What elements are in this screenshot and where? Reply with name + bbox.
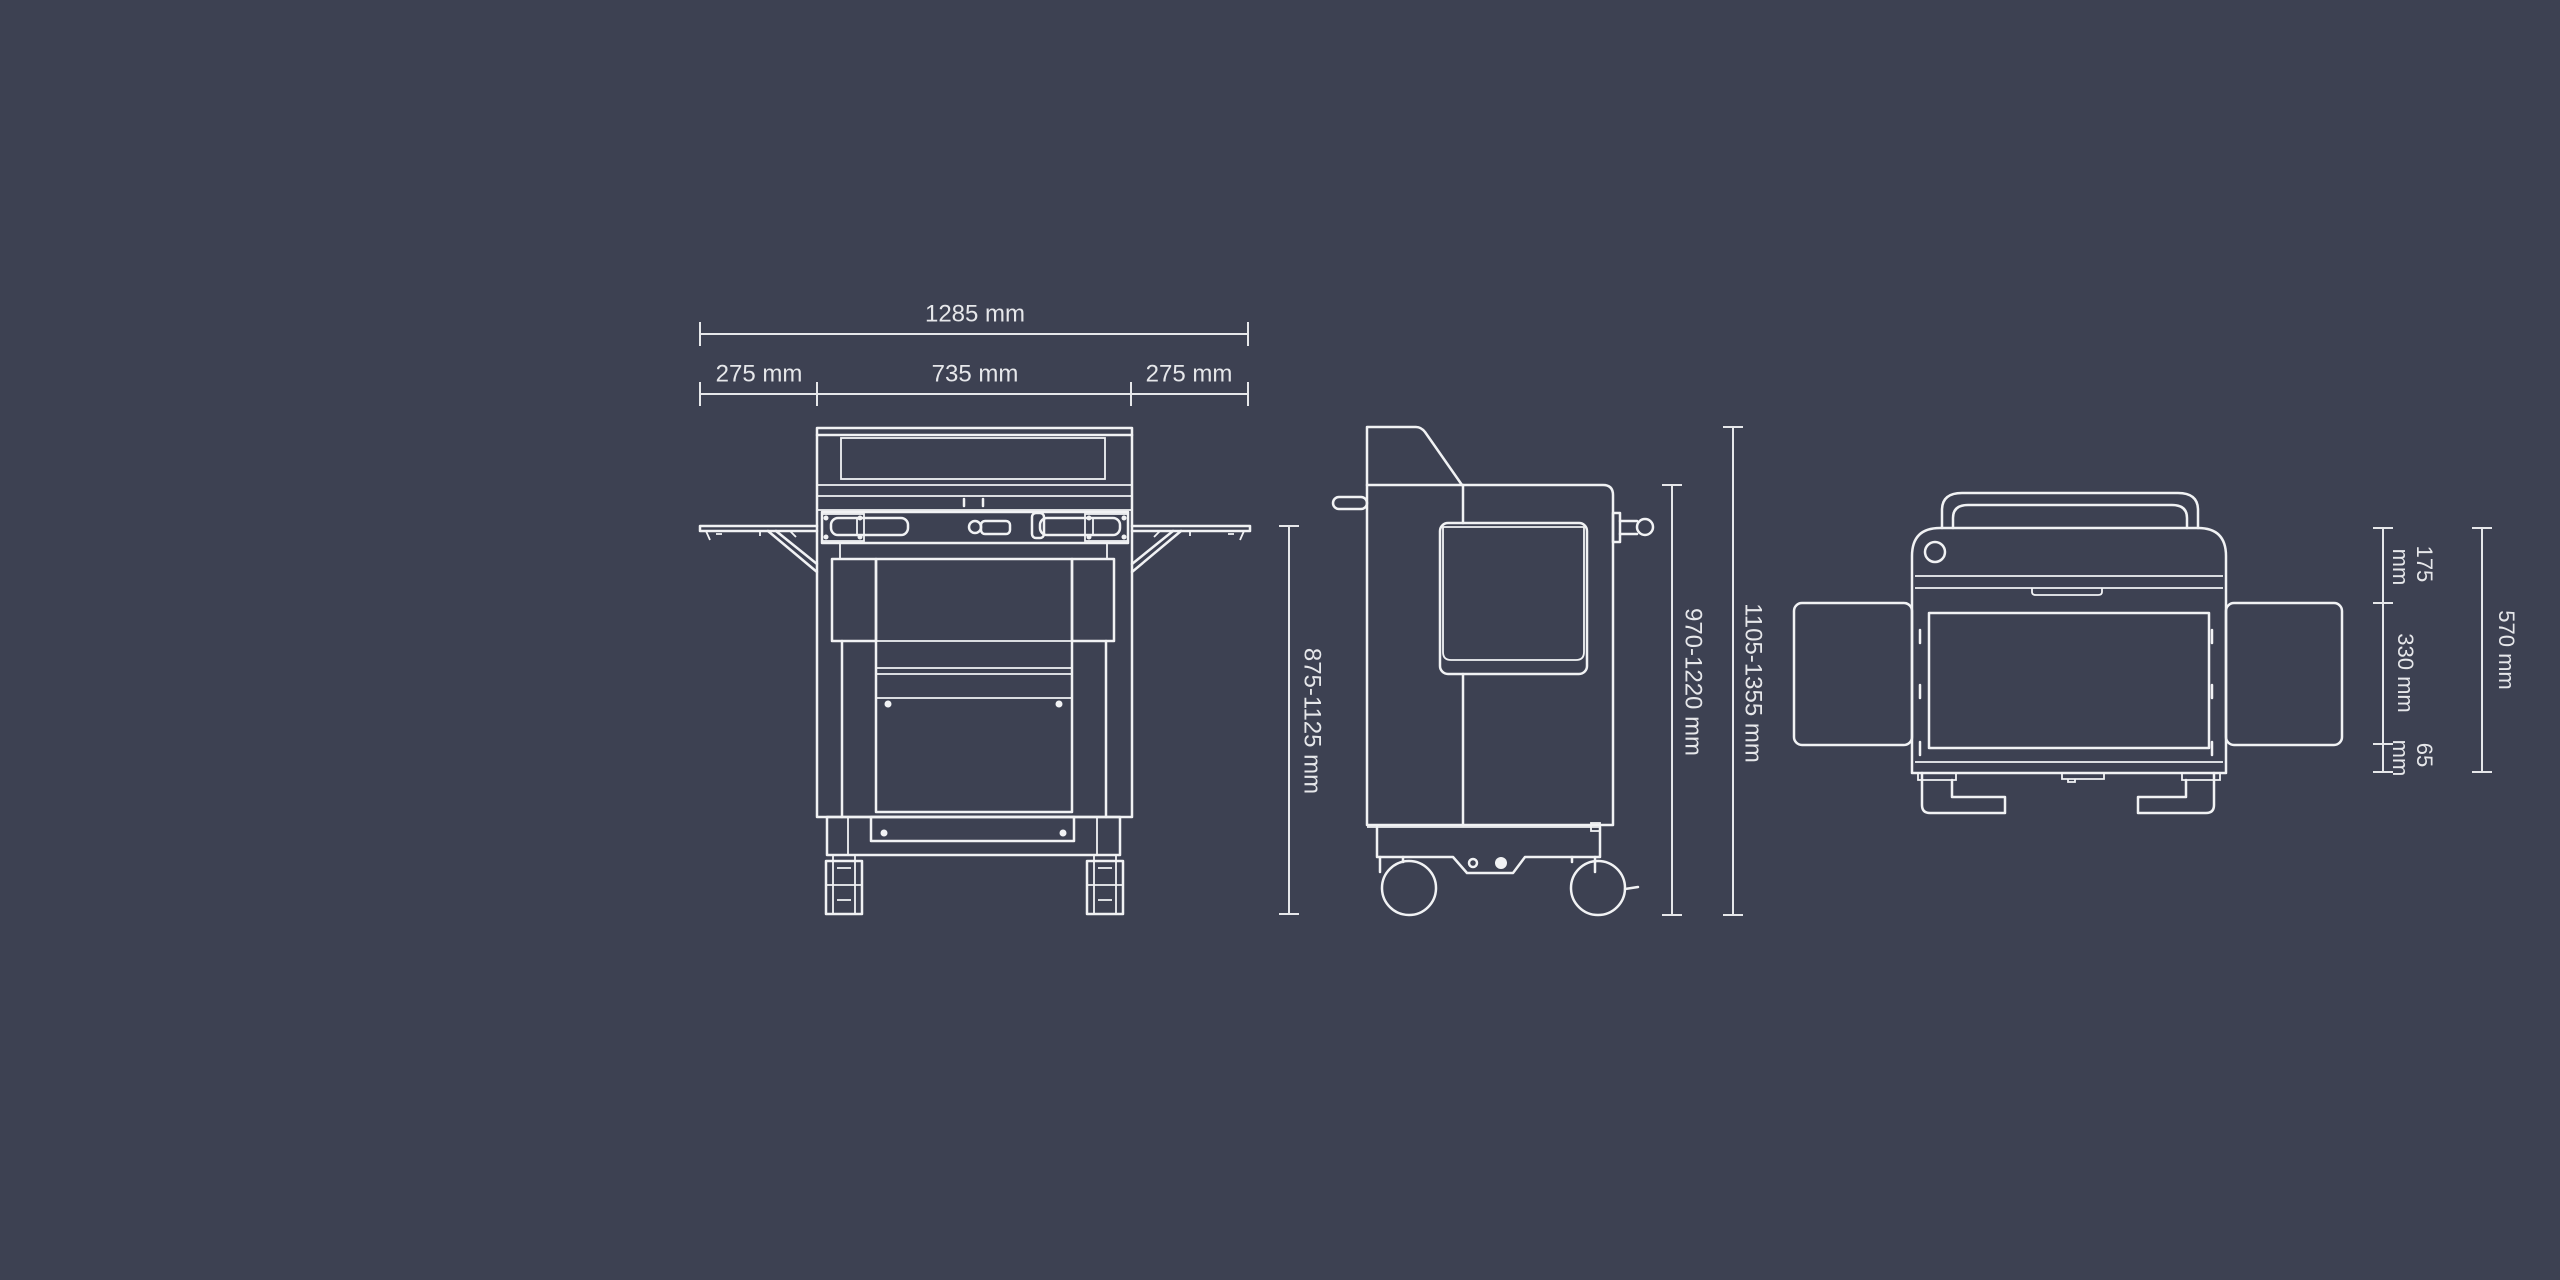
- overall-depth-label: 570 mm: [2494, 610, 2519, 689]
- overall-width-dimension: 1285 mm: [699, 300, 1249, 346]
- segment-3-unit: mm: [2388, 740, 2413, 777]
- total-height-dimension: 1105-1355 mm: [1723, 426, 1767, 916]
- work-height-label: 875-1125 mm: [1299, 648, 1326, 794]
- body-height-label: 970-1220 mm: [1680, 608, 1707, 756]
- segment-2-label: 330 mm: [2393, 633, 2418, 712]
- overall-width-label: 1285 mm: [925, 300, 1025, 327]
- body-height-dimension: 970-1220 mm: [1662, 484, 1707, 916]
- left-side-shelf: [698, 524, 819, 574]
- front-left-wheel: [824, 855, 864, 916]
- front-view: 1285 mm 275 mm 735 mm 275 mm 875-1125 mm: [698, 300, 1326, 916]
- power-knob-icon: [967, 519, 983, 535]
- total-height-label: 1105-1355 mm: [1740, 603, 1767, 763]
- control-panel: [820, 510, 1130, 545]
- segment-1-label: 175 mm: [2388, 546, 2437, 589]
- right-shelf-width-label: 275 mm: [1146, 360, 1233, 387]
- segment-3-label: 65 mm: [2388, 740, 2437, 777]
- side-rear-wheel: [1569, 859, 1627, 917]
- left-shelf-top: [1792, 601, 1914, 747]
- segment-3-value: 65: [2412, 743, 2437, 767]
- front-cart-drawing: [698, 426, 1252, 916]
- top-view: 175 mm 330 mm 65 mm 570 mm: [1792, 491, 2519, 815]
- push-handle-icon: [1331, 495, 1369, 511]
- side-front-wheel: [1380, 859, 1438, 917]
- side-view: 970-1220 mm 1105-1355 mm: [1331, 425, 1767, 917]
- right-side-shelf: [1130, 524, 1252, 574]
- depth-breakdown-dimension: 175 mm 330 mm 65 mm: [2373, 527, 2437, 777]
- overall-depth-dimension: 570 mm: [2472, 527, 2519, 773]
- segment-1-unit: mm: [2388, 549, 2413, 586]
- work-height-dimension: 875-1125 mm: [1279, 525, 1326, 915]
- side-cart-drawing: [1331, 425, 1655, 917]
- body-width-label: 735 mm: [932, 360, 1019, 387]
- top-cart-drawing: [1792, 491, 2344, 815]
- segment-1-value: 175: [2412, 546, 2437, 583]
- width-breakdown-dimension: 275 mm 735 mm 275 mm: [699, 360, 1249, 406]
- left-shelf-width-label: 275 mm: [716, 360, 803, 387]
- front-right-wheel: [1085, 855, 1125, 916]
- right-shelf-top: [2224, 601, 2344, 747]
